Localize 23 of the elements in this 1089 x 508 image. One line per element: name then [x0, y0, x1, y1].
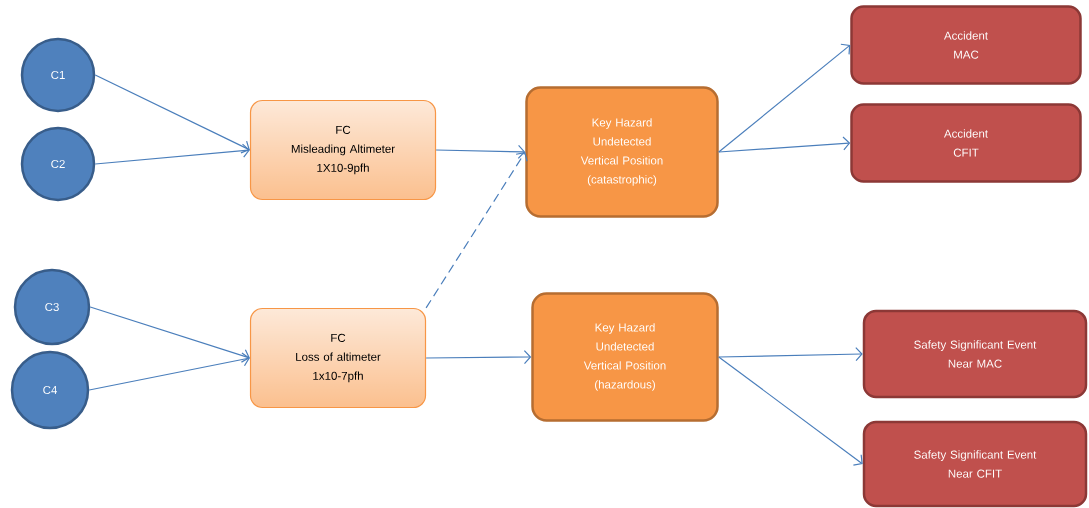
arrow [94, 74, 250, 154]
arrow [718, 136, 851, 153]
arrow [88, 352, 250, 391]
outcome-box: Accident MAC [850, 5, 1082, 85]
hazard-box: Key Hazard Undetected Vertical Position (hazardous) [531, 292, 719, 422]
outcome-box: Safety Significant Event Near MAC [862, 309, 1088, 399]
outcome-box: Accident CFIT [850, 103, 1082, 183]
arrow [425, 349, 532, 365]
arrow [94, 143, 250, 165]
arrow [435, 144, 526, 159]
hazard-box: Key Hazard Undetected Vertical Position (catastrophic) [525, 86, 719, 218]
circle-node: C2 [20, 126, 96, 202]
circle-node: C3 [13, 268, 91, 346]
arrow [718, 356, 863, 466]
arrow [89, 306, 250, 363]
arrow [425, 152, 528, 309]
circle-node: C1 [20, 37, 96, 113]
arrow [718, 347, 863, 362]
outcome-box: Safety Significant Event Near CFIT [862, 420, 1088, 508]
process-box: FC Misleading Altimeter 1X10-9pfh [249, 99, 437, 201]
arrow [718, 43, 851, 153]
circle-node: C4 [10, 350, 90, 430]
process-box: FC Loss of altimeter 1x10-7pfh [249, 307, 427, 409]
